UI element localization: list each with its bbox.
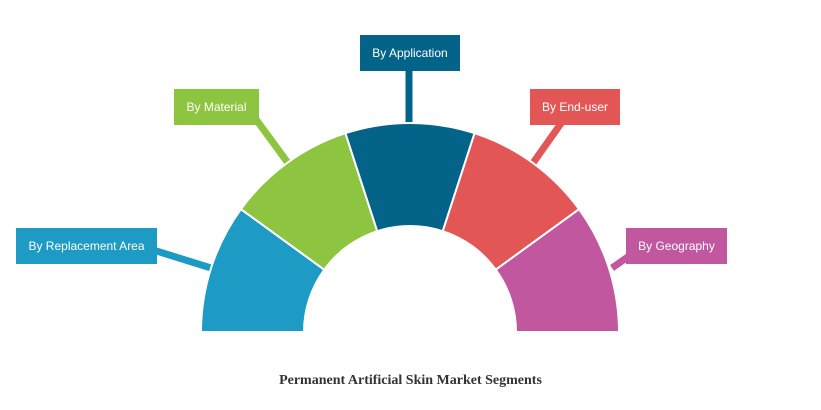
- segment-labels: By Replacement Area By Material By Applica…: [16, 35, 727, 264]
- label-by-geography: By Geography: [626, 228, 727, 264]
- connector-by-end-user: [530, 119, 565, 166]
- label-text-by-application: By Application: [372, 46, 447, 60]
- connector-by-replacement-area: [148, 245, 213, 272]
- label-text-by-geography: By Geography: [638, 239, 715, 253]
- label-by-end-user: By End-user: [530, 89, 620, 125]
- label-by-replacement-area: By Replacement Area: [16, 228, 157, 264]
- label-text-by-replacement-area: By Replacement Area: [28, 239, 144, 253]
- label-by-material: By Material: [174, 89, 259, 125]
- segment-by-geography: [494, 207, 621, 333]
- label-box-by-material: [174, 89, 259, 125]
- label-by-application: By Application: [360, 35, 460, 71]
- label-box-by-replacement-area: [16, 228, 157, 264]
- label-box-by-geography: [626, 228, 727, 264]
- semicircle-segments: [199, 122, 621, 333]
- label-box-by-end-user: [530, 89, 620, 125]
- connector-by-material: [252, 115, 291, 166]
- label-text-by-end-user: By End-user: [542, 100, 608, 114]
- label-text-by-material: By Material: [186, 100, 246, 114]
- label-box-by-application: [360, 35, 460, 71]
- connectors: [148, 70, 635, 272]
- diagram-caption: Permanent Artificial Skin Market Segment…: [279, 373, 542, 388]
